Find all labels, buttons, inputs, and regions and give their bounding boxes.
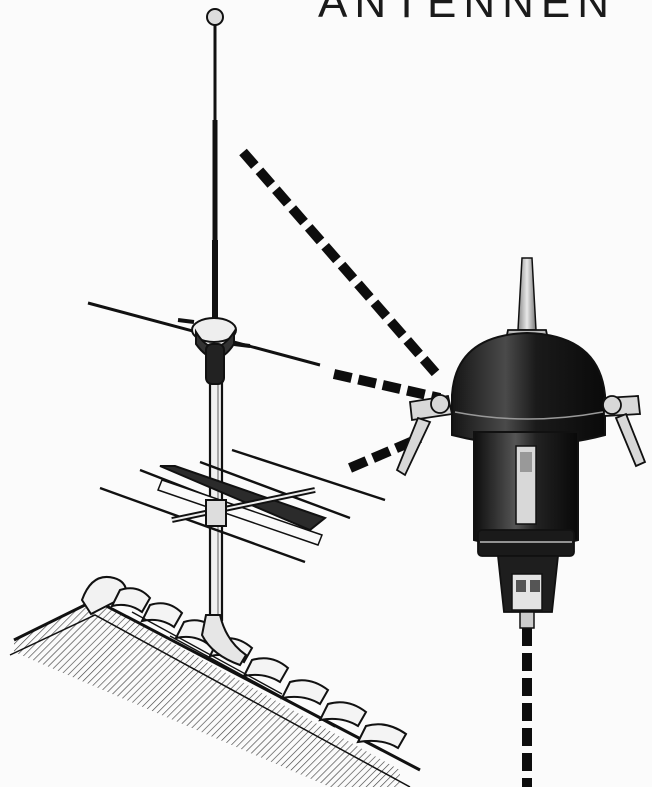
splitter-housing <box>395 257 647 629</box>
page-heading: ANTENNEN <box>318 0 617 27</box>
upper-dipole <box>87 301 321 385</box>
antenna-mast <box>200 8 248 667</box>
yagi-antenna <box>99 448 386 564</box>
